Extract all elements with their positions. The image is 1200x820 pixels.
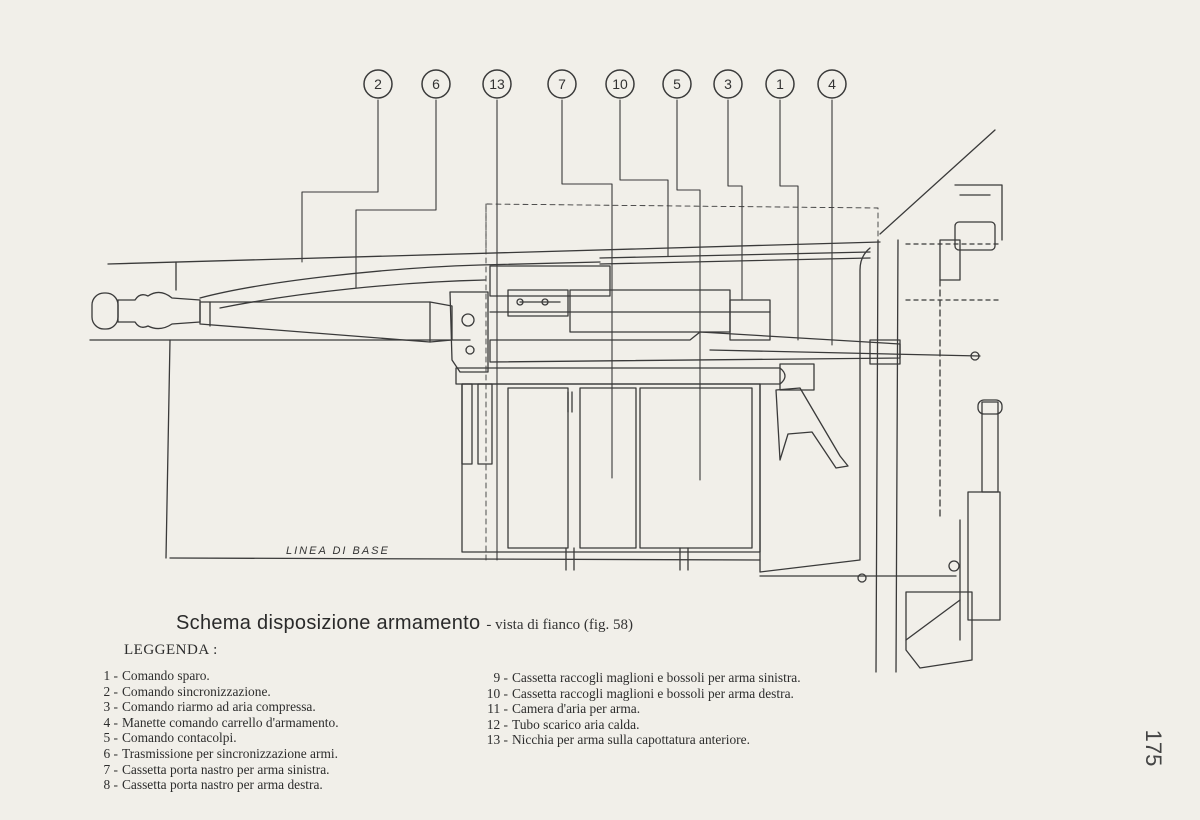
- callout-circle-13: [482, 69, 512, 99]
- callout-label-4: 4: [828, 76, 836, 92]
- legend-item-text: Tubo scarico aria calda.: [512, 716, 640, 732]
- callout-circle-2: [363, 69, 393, 99]
- callout-circle-4: [817, 69, 847, 99]
- legend-item: 12 -Tubo scarico aria calda.: [478, 717, 828, 733]
- legend-item-number: 12 -: [486, 716, 508, 732]
- legend-item-number: 5 -: [103, 730, 118, 746]
- gun-mount: [455, 363, 849, 469]
- callout-label-3: 3: [724, 76, 732, 92]
- legend-item: 3 - Comando riarmo ad aria compressa.: [88, 699, 458, 715]
- callout-circle-1: [765, 69, 795, 99]
- caption-title: Schema disposizione armamento: [176, 612, 481, 634]
- ammo-boxes: [461, 383, 761, 571]
- legend-item-text: Manette comando carrello d'armamento.: [122, 714, 339, 730]
- callout-label-6: 6: [432, 76, 440, 92]
- legend-item: 13 -Nicchia per arma sulla capottatura a…: [478, 732, 828, 748]
- leader-10: [619, 99, 669, 257]
- callout-label-5: 5: [673, 76, 681, 92]
- legend-item-number: 2 -: [103, 683, 118, 699]
- legend-item-text: Cassetta porta nastro per arma destra.: [122, 777, 323, 793]
- callout-circles: [363, 69, 847, 99]
- legend-item-text: Nicchia per arma sulla capottatura anter…: [512, 732, 750, 748]
- legend-item: 9 - Cassetta raccogli maglioni e bossoli …: [478, 670, 828, 686]
- legend-item: 5 - Comando contacolpi.: [88, 730, 458, 746]
- callout-label-2: 2: [374, 76, 382, 92]
- callout-leaders: [301, 99, 833, 561]
- legend-item: 6 - Trasmissione per sincronizzazione arm…: [88, 746, 458, 762]
- gun-receiver: [449, 265, 981, 373]
- legend-item-number: 4 -: [103, 714, 118, 730]
- callout-circle-5: [662, 69, 692, 99]
- gun-barrel: [91, 291, 453, 343]
- callout-circle-3: [713, 69, 743, 99]
- legend-item-text: Cassetta porta nastro per arma sinistra.: [122, 761, 330, 777]
- base-line-label: LINEA DI BASE: [286, 545, 390, 557]
- right-structure: [759, 129, 1003, 673]
- legend-item: 2 - Comando sincronizzazione.: [88, 684, 458, 700]
- legend-item-text: Cassetta raccogli maglioni e bossoli per…: [512, 685, 794, 701]
- legend-item-number: 3 -: [103, 699, 118, 715]
- legend-item-text: Comando contacolpi.: [122, 730, 237, 746]
- legend-item: 4 - Manette comando carrello d'armamento.: [88, 715, 458, 731]
- upper-rods: [107, 241, 881, 309]
- legend-item: 8 - Cassetta porta nastro per arma destra…: [88, 777, 458, 793]
- legend-item-text: Comando sparo.: [122, 668, 210, 683]
- legend-item-number: 6 -: [103, 745, 118, 761]
- legend-item: 1 - Comando sparo.: [88, 668, 458, 684]
- callout-label-1: 1: [776, 76, 784, 92]
- figure-caption: Schema disposizione armamento - vista di …: [176, 612, 633, 635]
- callout-circle-10: [605, 69, 635, 99]
- leader-7: [561, 99, 613, 479]
- left-structure: [89, 339, 471, 559]
- leader-3: [727, 99, 743, 301]
- legend-item-number: 7 -: [103, 761, 118, 777]
- legend-item-text: Camera d'aria per arma.: [512, 701, 641, 717]
- dashed-frame: [485, 203, 879, 561]
- callout-circle-6: [421, 69, 451, 99]
- callout-label-13: 13: [489, 76, 505, 92]
- caption-subtitle: - vista di fianco (fig. 58): [486, 617, 634, 633]
- leader-5: [676, 99, 701, 481]
- legend-item-number: 9 -: [493, 670, 508, 685]
- callout-circle-7: [547, 69, 577, 99]
- legend-item-text: Comando riarmo ad aria compressa.: [122, 699, 316, 715]
- legend-item-text: Comando sincronizzazione.: [122, 683, 271, 699]
- legend-item-text: Cassetta raccogli maglioni e bossoli per…: [512, 670, 801, 685]
- callout-label-7: 7: [558, 76, 566, 92]
- legend-item-number: 11 -: [487, 701, 508, 717]
- leader-1: [779, 99, 799, 341]
- legend-item-number: 1 -: [103, 668, 118, 683]
- legend-item-text: Trasmissione per sincronizzazione armi.: [122, 745, 338, 761]
- legend-item-number: 13 -: [486, 732, 508, 748]
- page-number: 175: [1141, 729, 1166, 767]
- leader-2: [301, 99, 379, 263]
- legend-column-right: 9 - Cassetta raccogli maglioni e bossoli …: [478, 670, 828, 748]
- legend-item-number: 8 -: [103, 777, 118, 793]
- legend-item: 10 -Cassetta raccogli maglioni e bossoli…: [478, 686, 828, 702]
- legend-item-number: 10 -: [486, 685, 508, 701]
- legend-item: 11 -Camera d'aria per arma.: [478, 701, 828, 717]
- callout-label-10: 10: [612, 76, 628, 92]
- leader-6: [355, 99, 437, 289]
- legend-item: 7 - Cassetta porta nastro per arma sinist…: [88, 762, 458, 778]
- base-line: [169, 557, 761, 561]
- legend-title: LEGGENDA :: [124, 642, 218, 658]
- legend-column-left: 1 - Comando sparo. 2 - Comando sincronizza…: [88, 668, 458, 793]
